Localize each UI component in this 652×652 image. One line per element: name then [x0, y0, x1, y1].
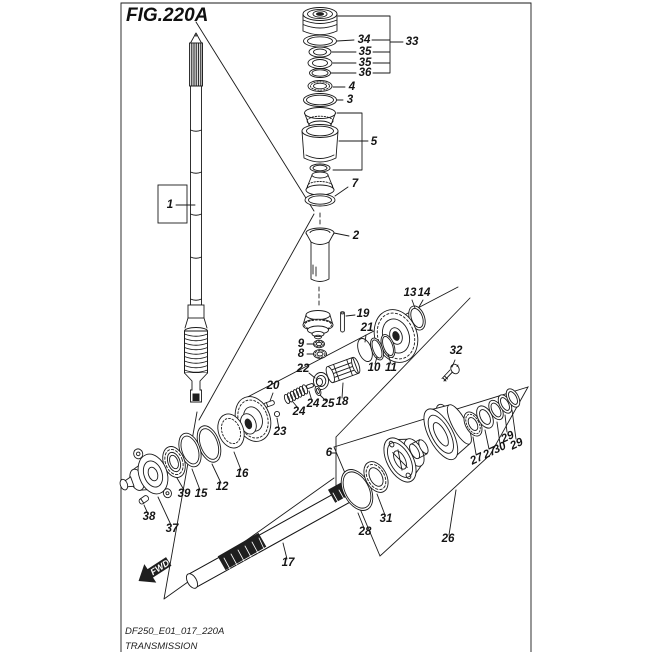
part-label-27: 27 — [480, 445, 498, 462]
part-label-29: 29 — [498, 429, 516, 446]
part-label-11: 11 — [385, 362, 397, 374]
part-label-29: 29 — [507, 436, 525, 453]
part-28-o-ring — [340, 469, 374, 511]
part-label-19: 19 — [357, 308, 370, 320]
fwd-arrow-icon: FWD — [138, 557, 172, 583]
part-label-15: 15 — [195, 488, 208, 500]
part-label-23: 23 — [273, 426, 287, 438]
part-bearing-housing — [423, 403, 472, 461]
highlight-box[interactable] — [157, 184, 188, 224]
part-35-seal-b — [307, 57, 333, 69]
part-label-20: 20 — [266, 380, 280, 392]
pinion-gear — [302, 310, 334, 340]
part-24-pin — [306, 383, 314, 389]
part-34-ring — [303, 34, 337, 48]
part-7-ring — [304, 193, 336, 207]
subassembly-box-26 — [333, 386, 529, 557]
part-label-25: 25 — [321, 398, 335, 410]
part-label-3: 3 — [347, 94, 354, 106]
part-16-toothed-ring — [217, 413, 245, 449]
part-label-22: 22 — [296, 363, 310, 375]
part-label-2: 2 — [352, 230, 360, 242]
part-8-nut — [313, 349, 327, 359]
part-31-bearing — [363, 461, 389, 493]
part-label-18: 18 — [336, 396, 349, 408]
assembly-relation-lines — [163, 21, 335, 600]
part-label-33: 33 — [406, 36, 419, 48]
drawing-code: DF250_E01_017_220A — [125, 626, 224, 637]
part-label-34: 34 — [358, 34, 371, 46]
part-label-37: 37 — [166, 523, 179, 535]
part-29-seal-b — [505, 388, 521, 408]
figure-title: FIG.220A — [126, 5, 208, 26]
part-32-bolt — [441, 363, 460, 382]
part-22-bushing — [313, 372, 329, 390]
part-label-30: 30 — [491, 440, 508, 457]
part-label-1: 1 — [167, 199, 173, 211]
part-39-bearing — [162, 446, 186, 478]
part-25-washer — [314, 385, 322, 397]
part-2-bushing — [305, 212, 335, 307]
leader-lines — [143, 15, 517, 560]
part-38-key — [138, 495, 150, 505]
part-23-ball — [273, 410, 281, 418]
part-label-36: 36 — [359, 67, 372, 79]
part-label-28: 28 — [358, 526, 372, 538]
part-5-lower-taper-bearing — [305, 171, 335, 196]
part-label-21: 21 — [360, 322, 374, 334]
part-18-clutch-dog — [325, 356, 361, 384]
part-20-pin — [263, 400, 275, 408]
driveshaft-part-1 — [184, 32, 208, 403]
part-label-4: 4 — [348, 81, 356, 93]
part-36-ring — [309, 68, 331, 78]
drawing-name: TRANSMISSION — [125, 641, 197, 652]
part-label-26: 26 — [441, 533, 455, 545]
part-label-24: 24 — [292, 406, 306, 418]
part-17-propeller-shaft — [185, 478, 357, 589]
part-24-spring — [283, 384, 309, 405]
part-label-24: 24 — [306, 398, 320, 410]
part-label-35: 35 — [359, 46, 372, 58]
part-5-spacer-ring — [309, 163, 331, 173]
part-label-5: 5 — [371, 136, 378, 148]
part-shaft-collar — [409, 439, 429, 460]
part-4-bearing — [307, 80, 333, 92]
part-label-32: 32 — [450, 345, 463, 357]
part-label-9: 9 — [298, 338, 305, 350]
part-27-washer — [476, 405, 494, 429]
part-label-14: 14 — [418, 287, 431, 299]
part-21-o-ring — [357, 338, 373, 362]
part-5-bearing-cup — [301, 124, 339, 163]
part-label-31: 31 — [380, 513, 393, 525]
part-33-bearing-housing-cap — [302, 7, 338, 36]
part-label-16: 16 — [236, 468, 249, 480]
part-label-38: 38 — [143, 511, 156, 523]
part-19-pin — [340, 311, 345, 333]
part-3-ring — [303, 93, 337, 107]
part-label-6: 6 — [326, 447, 333, 459]
part-label-39: 39 — [178, 488, 191, 500]
part-37-bearing-carrier — [119, 448, 172, 499]
part-35-seal-a — [308, 46, 332, 58]
part-label-13: 13 — [404, 287, 417, 299]
border-frame — [120, 2, 532, 652]
part-label-10: 10 — [368, 362, 381, 374]
part-label-12: 12 — [216, 481, 229, 493]
part-11-ring — [380, 334, 396, 358]
part-label-27: 27 — [467, 451, 485, 468]
subassembly-box-6 — [239, 286, 471, 491]
part-label-17: 17 — [282, 557, 295, 569]
part-label-8: 8 — [298, 348, 305, 360]
part-9-nut — [313, 339, 325, 349]
part-label-7: 7 — [352, 178, 359, 190]
part-label-35: 35 — [359, 57, 372, 69]
